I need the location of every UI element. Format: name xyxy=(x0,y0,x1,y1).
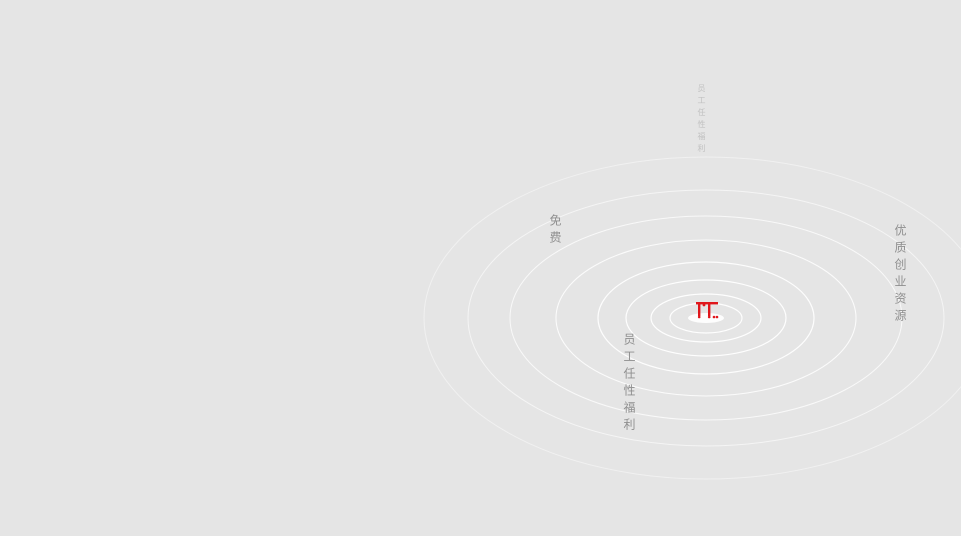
center-glow xyxy=(688,313,724,323)
label-employee-welfare: 员工任性福利 xyxy=(622,333,636,435)
label-employee-welfare-faint: 员工任性福利 xyxy=(697,84,706,156)
red-dripping-gate-icon xyxy=(696,302,719,319)
ring-3 xyxy=(625,279,787,357)
ring-7 xyxy=(467,189,945,447)
ring-4 xyxy=(597,261,815,375)
ring-5 xyxy=(555,239,857,397)
label-free: 免费 xyxy=(548,214,562,248)
label-quality-resources: 优质创业资源 xyxy=(893,224,907,326)
ring-8 xyxy=(423,156,961,480)
ring-6 xyxy=(509,215,903,421)
ring-2 xyxy=(650,293,762,343)
